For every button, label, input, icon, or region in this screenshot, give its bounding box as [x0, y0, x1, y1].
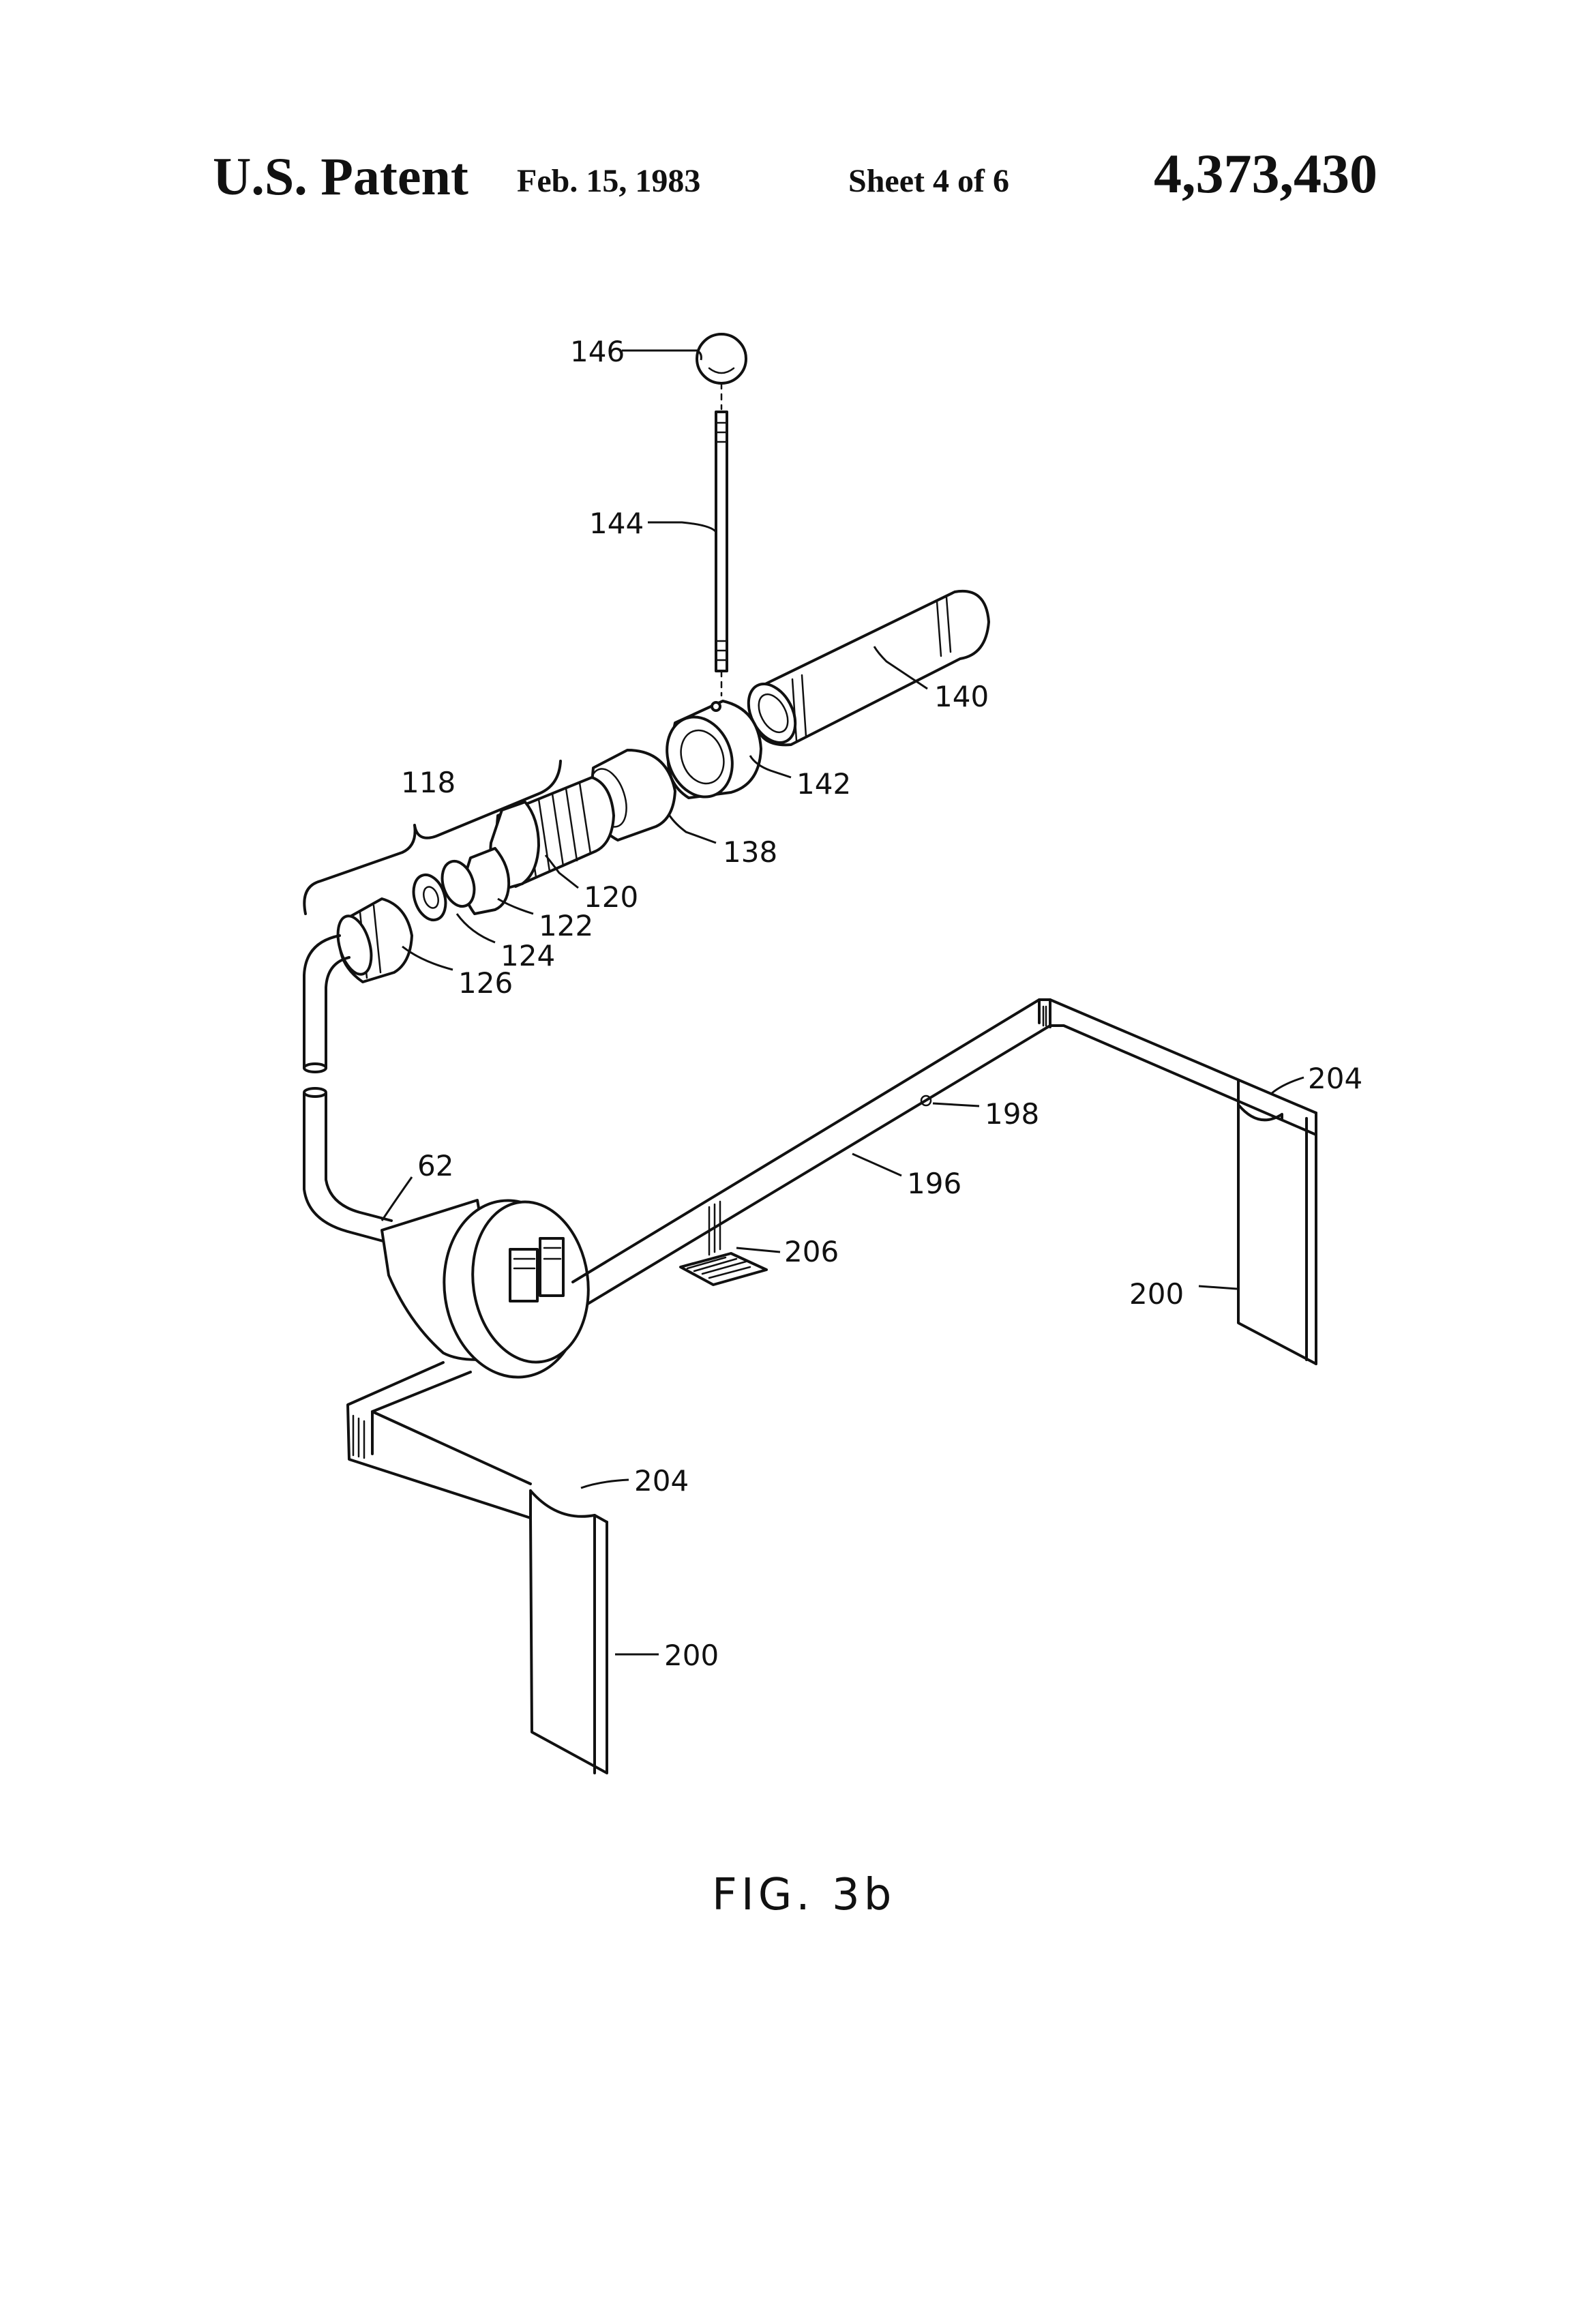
patent-date: Feb. 15, 1983 — [517, 163, 701, 199]
ref-200-left: 200 — [664, 1639, 719, 1672]
sheet-number: Sheet 4 of 6 — [848, 163, 1009, 199]
tube-62-lower — [303, 1087, 400, 1247]
patent-number: 4,373,430 — [1154, 143, 1377, 205]
ref-140: 140 — [934, 680, 989, 713]
compression-nut-126 — [336, 897, 413, 983]
bracket-arm-196 — [571, 998, 1317, 1365]
ref-144: 144 — [589, 507, 644, 540]
ref-122: 122 — [539, 909, 593, 942]
ref-142: 142 — [796, 767, 851, 801]
connector-housing — [380, 1199, 590, 1379]
ref-198: 198 — [985, 1097, 1039, 1131]
figure-caption: FIG. 3b — [712, 1870, 895, 1920]
ref-146: 146 — [570, 335, 625, 368]
ref-126: 126 — [458, 966, 513, 1000]
pipe-140 — [747, 590, 990, 747]
ref-138: 138 — [723, 835, 777, 869]
ref-118: 118 — [401, 766, 456, 799]
foot-pad-206 — [679, 1252, 768, 1286]
tube-62-upper — [303, 934, 350, 1073]
ref-204-right: 204 — [1308, 1062, 1362, 1095]
ref-62: 62 — [417, 1149, 453, 1182]
ref-120: 120 — [584, 880, 638, 914]
nut-122 — [441, 847, 511, 915]
bracket-arm-front — [346, 1361, 608, 1774]
ref-196: 196 — [907, 1167, 961, 1200]
collar-142 — [666, 700, 762, 799]
ref-206: 206 — [784, 1235, 839, 1268]
leader-lines — [380, 349, 1304, 1656]
patent-header-label: U.S. Patent — [213, 147, 468, 206]
ref-124: 124 — [501, 939, 555, 972]
brace-118 — [303, 760, 562, 915]
threaded-rod-144 — [715, 382, 728, 697]
ref-200-right: 200 — [1129, 1277, 1184, 1311]
ref-204-left: 204 — [634, 1464, 689, 1498]
ball-146 — [696, 333, 747, 385]
washer-124 — [412, 873, 447, 922]
